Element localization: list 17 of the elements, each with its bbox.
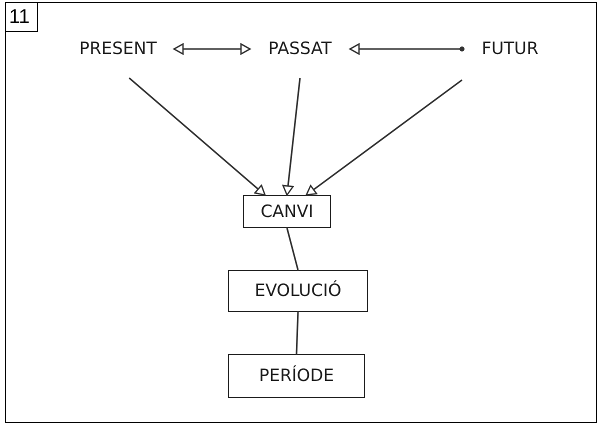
connector-line (286, 228, 299, 270)
box-text: PERÍODE (258, 366, 334, 386)
box-text: EVOLUCIÓ (254, 281, 342, 301)
connector-line (296, 312, 299, 354)
process-box (243, 195, 331, 228)
arrow (173, 43, 251, 55)
process-box (228, 354, 365, 398)
box-text: CANVI (260, 202, 314, 222)
arrow (306, 79, 462, 196)
arrow (128, 77, 266, 196)
node-label: PASSAT (250, 36, 350, 62)
arrow (349, 43, 464, 55)
node-label: PRESENT (62, 36, 174, 62)
panel-number: 11 (5, 2, 38, 32)
process-box (228, 270, 368, 312)
arrow (282, 78, 301, 196)
node-label: FUTUR (462, 36, 558, 62)
